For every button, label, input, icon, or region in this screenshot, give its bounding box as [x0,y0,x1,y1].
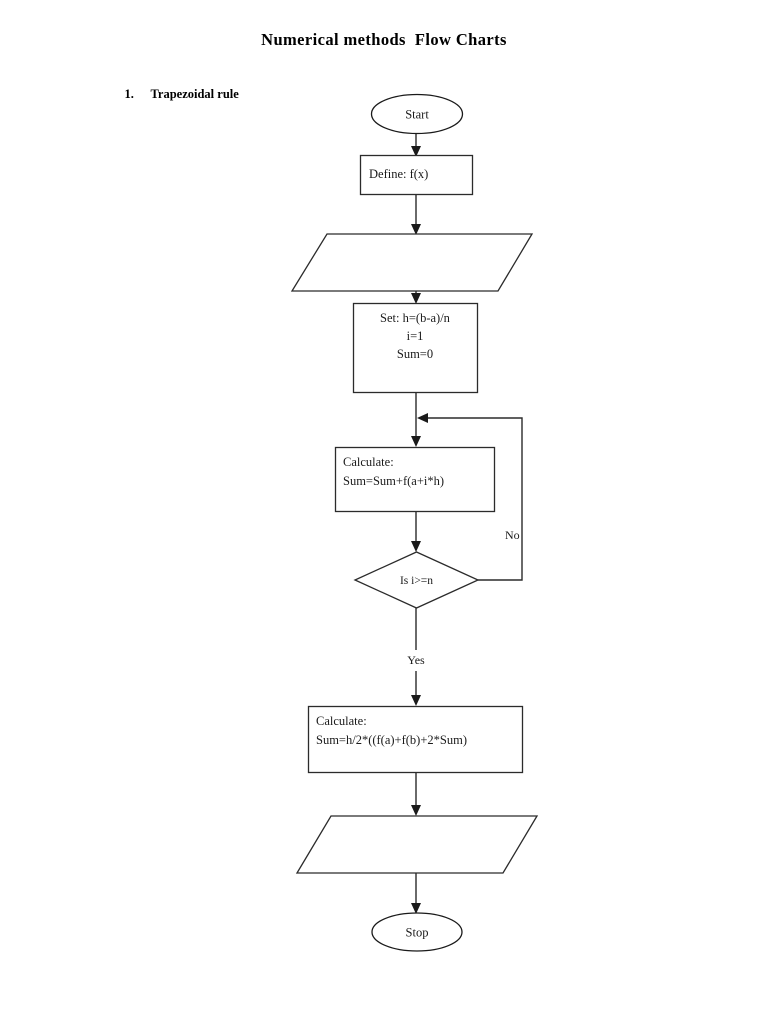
flow-node-stop-label: Stop [406,926,429,940]
flow-node-set-line2: i=1 [407,329,424,343]
flow-node-start[interactable]: Start [370,93,464,135]
flow-node-define[interactable]: Define: f(x) [359,154,474,196]
page-title: Numerical methods Flow Charts [261,30,507,49]
flow-node-set-line3: Sum=0 [397,347,433,361]
flow-node-final-calculate-line2: Sum=h/2*((f(a)+f(b)+2*Sum) [316,733,467,747]
flow-node-decision[interactable]: Is i>=n [353,551,480,609]
section-heading: 1. Trapezoidal rule [112,72,239,117]
flow-node-stop[interactable]: Stop [371,912,463,952]
connector-output-to-stop [411,873,421,914]
flow-node-final-calculate[interactable]: Calculate: Sum=h/2*((f(a)+f(b)+2*Sum) [307,705,524,774]
flow-node-set-line1: Set: h=(b-a)/n [380,311,451,325]
flow-node-set[interactable]: Set: h=(b-a)/n i=1 Sum=0 [352,302,479,394]
section-title: Trapezoidal rule [150,87,239,101]
connector-decision-yes [411,608,421,706]
flow-node-accumulate[interactable]: Calculate: Sum=Sum+f(a+i*h) [334,446,496,513]
flow-node-decision-label: Is i>=n [400,575,433,587]
flow-node-accumulate-line2: Sum=Sum+f(a+i*h) [343,474,444,488]
connector-finalcalc-to-output [411,773,421,816]
flow-node-final-calculate-line1: Calculate: [316,714,367,728]
connector-set-to-accumulate [411,393,421,447]
connector-define-to-input [411,195,421,235]
flow-node-define-label: Define: f(x) [369,167,428,181]
edge-label-yes: Yes [407,653,425,667]
connector-input-to-set [411,291,421,304]
flow-node-input[interactable] [290,233,534,292]
connector-decision-no-loopback [417,413,523,581]
flow-node-accumulate-line1: Calculate: [343,455,394,469]
connector-start-to-define [411,133,421,157]
edge-label-no: No [505,528,520,542]
connector-accumulate-to-decision [411,512,421,552]
flow-node-start-label: Start [405,108,429,122]
flow-node-output[interactable] [295,815,539,874]
section-number: 1. [124,87,134,101]
